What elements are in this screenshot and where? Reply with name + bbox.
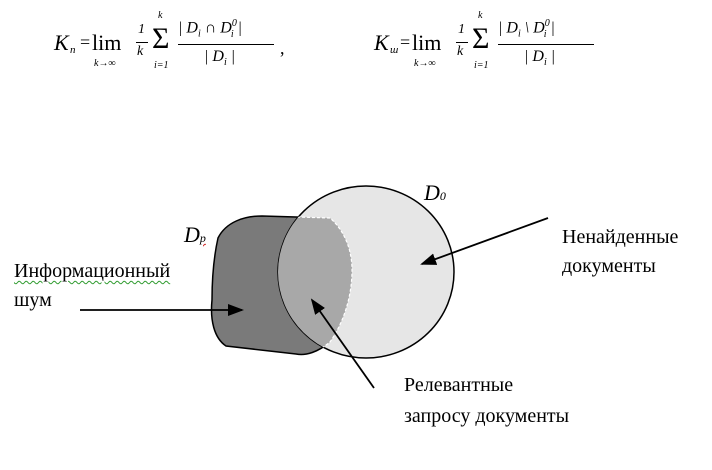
arrow-missed (420, 217, 549, 265)
fraction-numerator: 1 (458, 22, 465, 37)
fraction-numerator: 1 (138, 22, 145, 37)
limit-subscript: k→∞ (94, 58, 116, 69)
limit-operator: lim (412, 30, 442, 55)
main-fraction-line (498, 44, 594, 45)
sum-lower-limit: i=1 (154, 60, 169, 71)
label-dp: Dp (184, 222, 206, 247)
sum-lower-limit: i=1 (474, 60, 489, 71)
label-missed-documents: Ненайденные документы (562, 226, 678, 278)
label-noise-line2: шум (14, 289, 52, 311)
main-fraction-line (178, 44, 274, 45)
formula-symbol-subscript: п (70, 44, 76, 56)
main-numerator: | Di \ D0i | (498, 18, 555, 40)
main-denominator: | Di | (524, 48, 556, 69)
limit-subscript: k→∞ (414, 58, 436, 69)
label-d0: D0 (424, 180, 446, 205)
fraction-line (136, 42, 148, 43)
main-numerator: | Di ∩ D0i | (178, 18, 243, 40)
fraction-denominator: k (457, 44, 464, 59)
sum-operator: Σ (152, 22, 170, 55)
label-missed-line2: документы (562, 255, 656, 277)
sum-operator: Σ (472, 22, 490, 55)
formula-comma: , (280, 38, 285, 58)
label-relevant-line2: запросу документы (404, 405, 570, 427)
arrow-relevant (310, 298, 375, 389)
sum-upper-limit: k (158, 10, 163, 21)
overlap-region (278, 215, 353, 356)
limit-operator: lim (92, 30, 122, 55)
equals-sign: = (400, 32, 411, 52)
label-relevant-documents: Релевантные запросу документы (404, 374, 569, 428)
label-noise-line1: Информационный (14, 260, 171, 282)
equals-sign: = (80, 32, 91, 52)
formula-miss-coefficient: K ш = lim k→∞ 1 k Σ k i=1 | Di \ D0i | |… (374, 8, 634, 82)
fraction-line (456, 42, 468, 43)
formula-noise-coefficient: K п = lim k→∞ 1 k Σ k i=1 | Di ∩ D0i | |… (54, 8, 314, 82)
label-information-noise: Информационный шум (14, 260, 170, 312)
sum-upper-limit: k (478, 10, 483, 21)
formula-symbol-subscript: ш (390, 44, 399, 56)
label-missed-line1: Ненайденные (562, 226, 679, 248)
formula-symbol: K (54, 30, 69, 55)
fraction-denominator: k (137, 44, 144, 59)
label-relevant-line1: Релевантные (404, 374, 514, 396)
formula-symbol: K (374, 30, 389, 55)
main-denominator: | Di | (204, 48, 236, 69)
